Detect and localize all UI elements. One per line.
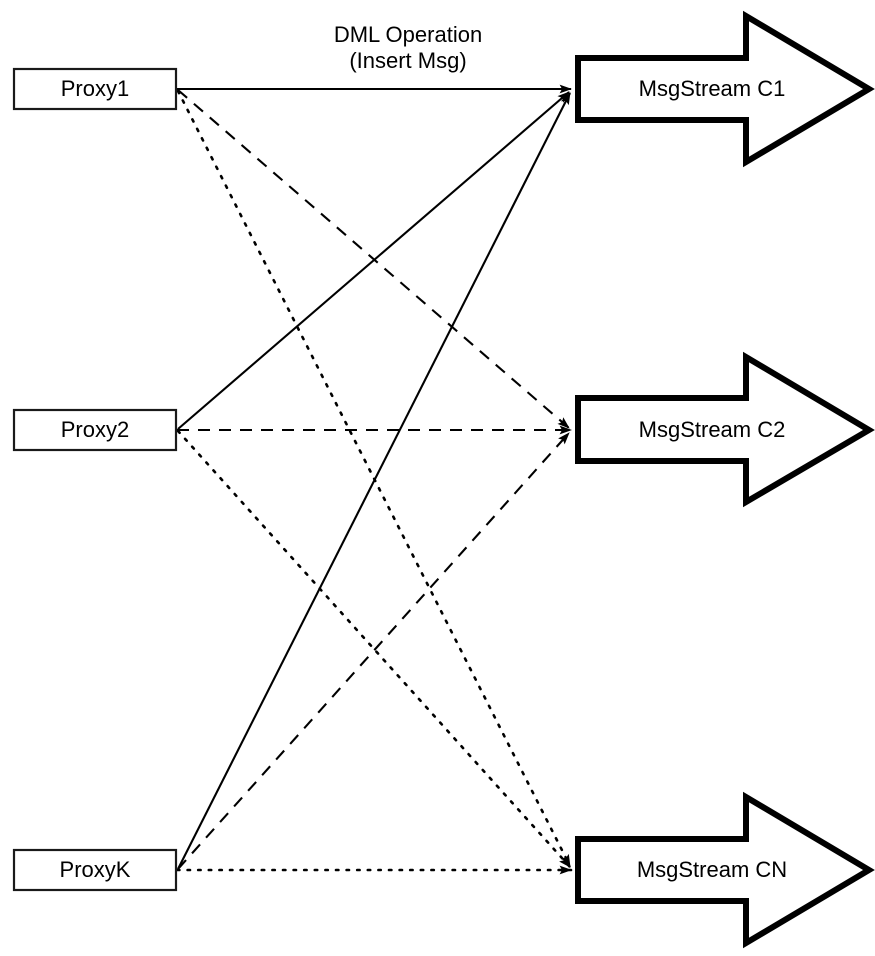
dml-operation-line2: (Insert Msg)	[349, 48, 466, 73]
source-node-proxy2[interactable]: Proxy2	[12, 408, 178, 452]
proxy1-box[interactable]	[12, 67, 178, 111]
msgstream-cn-arrow-shape[interactable]	[575, 791, 875, 949]
edge-proxy2-to-cn	[176, 429, 572, 869]
proxyk-label: ProxyK	[60, 857, 131, 882]
msgstream-c1-arrow-shape[interactable]	[575, 10, 875, 168]
proxy2-box[interactable]	[12, 408, 178, 452]
proxy2-label: Proxy2	[61, 417, 129, 442]
msgstream-c2-label: MsgStream C2	[639, 417, 786, 442]
edge-proxy1-to-c2	[177, 89, 570, 429]
edge-proxy2-to-c1	[177, 91, 570, 430]
edge-proxyk-to-c1	[177, 92, 571, 870]
dml-operation-annotation: DML Operation (Insert Msg)	[334, 22, 482, 73]
proxyk-box[interactable]	[12, 848, 178, 892]
edge-group-proxy1	[176, 84, 573, 868]
msgstream-c2-arrow-shape[interactable]	[575, 351, 875, 508]
target-stream-c2[interactable]: MsgStream C2	[575, 351, 875, 508]
msgstream-c1-label: MsgStream C1	[639, 76, 786, 101]
source-node-proxyk[interactable]: ProxyK	[12, 848, 178, 892]
msgstream-cn-label: MsgStream CN	[637, 857, 787, 882]
target-stream-cn[interactable]: MsgStream CN	[575, 791, 875, 949]
proxy1-label: Proxy1	[61, 76, 129, 101]
source-node-proxy1[interactable]: Proxy1	[12, 67, 178, 111]
dml-operation-line1: DML Operation	[334, 22, 482, 47]
edge-proxyk-to-c2	[177, 432, 570, 870]
target-stream-c1[interactable]: MsgStream C1	[575, 10, 875, 168]
edge-group-proxyk	[175, 92, 573, 875]
edge-group-proxy2	[176, 91, 573, 869]
edge-proxy1-to-cn	[176, 89, 572, 868]
